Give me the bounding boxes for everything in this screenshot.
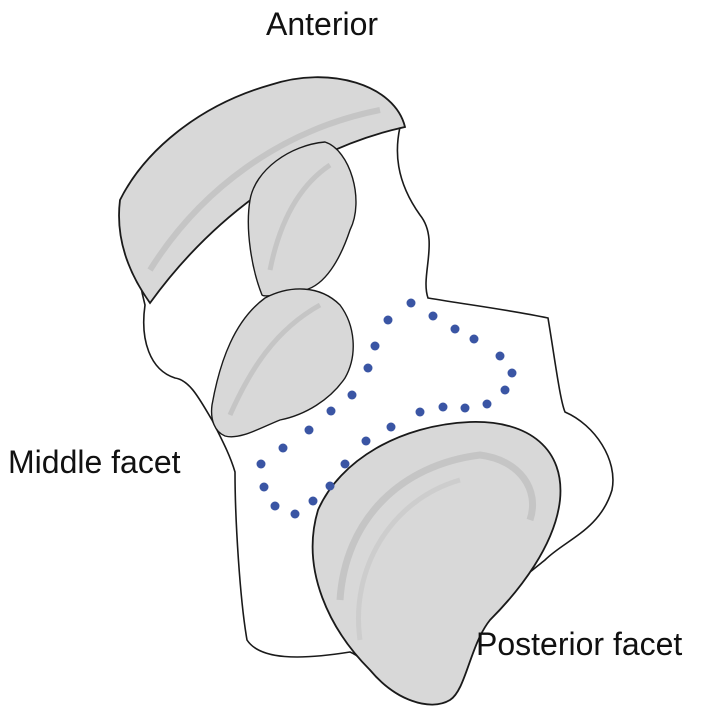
outline-dot [496,352,505,361]
outline-dot [341,460,350,469]
outline-dot [279,444,288,453]
outline-dot [291,510,300,519]
outline-dot [483,400,492,409]
outline-dot [309,497,318,506]
posterior-facet-label: Posterior facet [476,628,682,660]
outline-dot [257,460,266,469]
outline-dot [348,391,357,400]
outline-dot [326,482,335,491]
middle-facet-label: Middle facet [8,446,181,478]
anterior-label: Anterior [266,8,378,40]
outline-dot [364,364,373,373]
outline-dot [271,502,280,511]
outline-dot [461,404,470,413]
outline-dot [384,316,393,325]
outline-dot [429,312,438,321]
outline-dot [362,437,371,446]
outline-dot [260,483,269,492]
outline-dot [470,335,479,344]
outline-dot [508,369,517,378]
outline-dot [327,407,336,416]
outline-dot [439,403,448,412]
outline-dot [416,408,425,417]
outline-dot [305,426,314,435]
outline-dot [387,423,396,432]
outline-dot [407,299,416,308]
outline-dot [501,386,510,395]
outline-dot [451,325,460,334]
outline-dot [371,342,380,351]
